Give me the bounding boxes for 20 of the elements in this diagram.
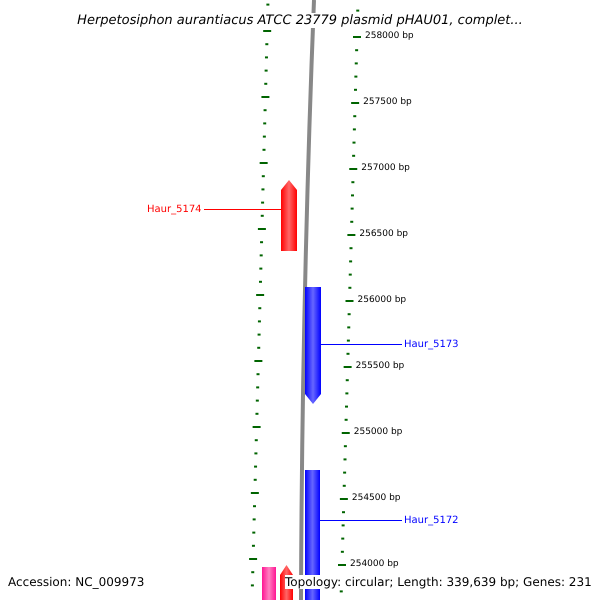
- scale-label: 258000 bp: [365, 31, 414, 41]
- scale-label: 255000 bp: [354, 427, 402, 437]
- scale-label: 256000 bp: [358, 295, 406, 305]
- gene-label: Haur_5172: [404, 515, 459, 526]
- gene-label: Haur_5173: [404, 339, 459, 350]
- scale-label: 257500 bp: [363, 97, 412, 107]
- accession-text: Accession: NC_009973: [8, 575, 144, 589]
- gene-feature: [262, 567, 276, 600]
- leader-line: [320, 520, 402, 521]
- topology-text: Topology: circular; Length: 339,639 bp; Genes: 231: [285, 575, 592, 589]
- leader-line: [204, 209, 282, 210]
- scale-label: 254000 bp: [350, 559, 399, 569]
- gene-feature: [281, 180, 297, 251]
- scale-label: 256500 bp: [359, 229, 408, 239]
- scale-label: 257000 bp: [361, 163, 410, 173]
- gene-feature: [305, 287, 321, 404]
- scale-label: 254500 bp: [352, 493, 401, 503]
- scale-label: 255500 bp: [356, 361, 404, 371]
- leader-line: [320, 344, 402, 345]
- gene-label: Haur_5174: [147, 204, 202, 215]
